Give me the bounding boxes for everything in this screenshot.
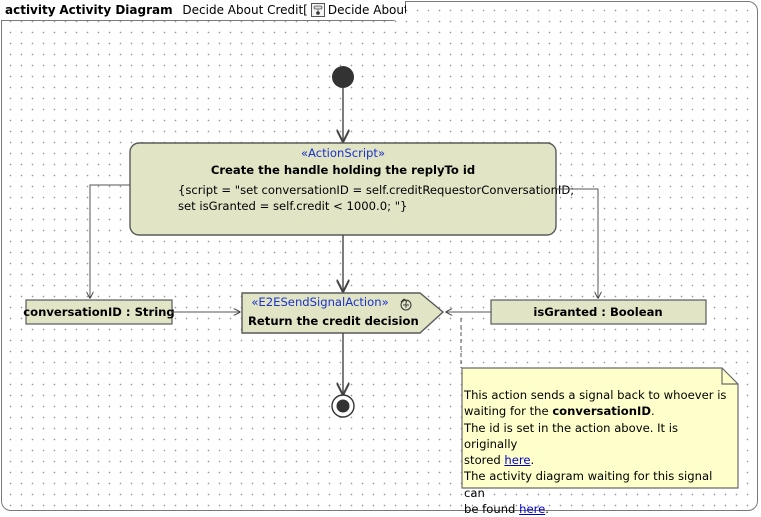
note-conversationid: conversationID (552, 404, 651, 419)
signal-icon (400, 298, 412, 311)
frame-header-tab: activity Activity Diagram Decide About C… (1, 1, 406, 21)
flow-to-isgranted[interactable] (556, 188, 598, 298)
frame-context-ref: Decide About Credit (327, 3, 449, 17)
send-signal-node[interactable] (241, 292, 445, 334)
action-script-name: Create the handle holding the replyTo id (211, 163, 475, 177)
note-link-stored-here[interactable]: here (504, 453, 531, 468)
note-line-2: waiting for the conversationID. (464, 404, 655, 419)
frame-context-name: Decide About Credit (182, 3, 304, 17)
note-fold (721, 368, 738, 385)
frame-keyword: activity (5, 3, 56, 17)
isgranted-label: isGranted : Boolean (533, 305, 662, 319)
conversationid-node[interactable] (25, 299, 173, 325)
note-line-6: be found here. (464, 502, 549, 517)
activity-final-inner (336, 399, 350, 413)
isgranted-node[interactable] (490, 299, 707, 325)
note-link-found-here[interactable]: here (519, 502, 546, 517)
initial-node[interactable] (332, 66, 354, 88)
note-line-1: This action sends a signal back to whoev… (464, 388, 727, 402)
frame-bracket-open: [ (303, 3, 308, 17)
action-script-line-1: {script = "set conversationID = self.cre… (178, 183, 574, 197)
note-line-4: stored here. (464, 453, 535, 468)
send-signal-stereotype: «E2ESendSignalAction» (251, 295, 388, 309)
conversationid-label: conversationID : String (23, 305, 174, 319)
activity-icon (310, 3, 325, 17)
note-text: This action sends a signal back to whoev… (464, 387, 734, 517)
action-script-stereotype: «ActionScript» (301, 146, 385, 160)
frame-name: Activity Diagram (59, 3, 173, 17)
comment-note[interactable] (461, 367, 739, 489)
note-line-3: The id is set in the action above. It is… (464, 420, 679, 451)
flow-to-conversationid[interactable] (90, 184, 130, 298)
send-signal-name: Return the credit decision (248, 314, 419, 328)
action-script-line-2: set isGranted = self.credit < 1000.0; "} (178, 199, 407, 213)
note-line-5: The activity diagram waiting for this si… (464, 469, 713, 500)
